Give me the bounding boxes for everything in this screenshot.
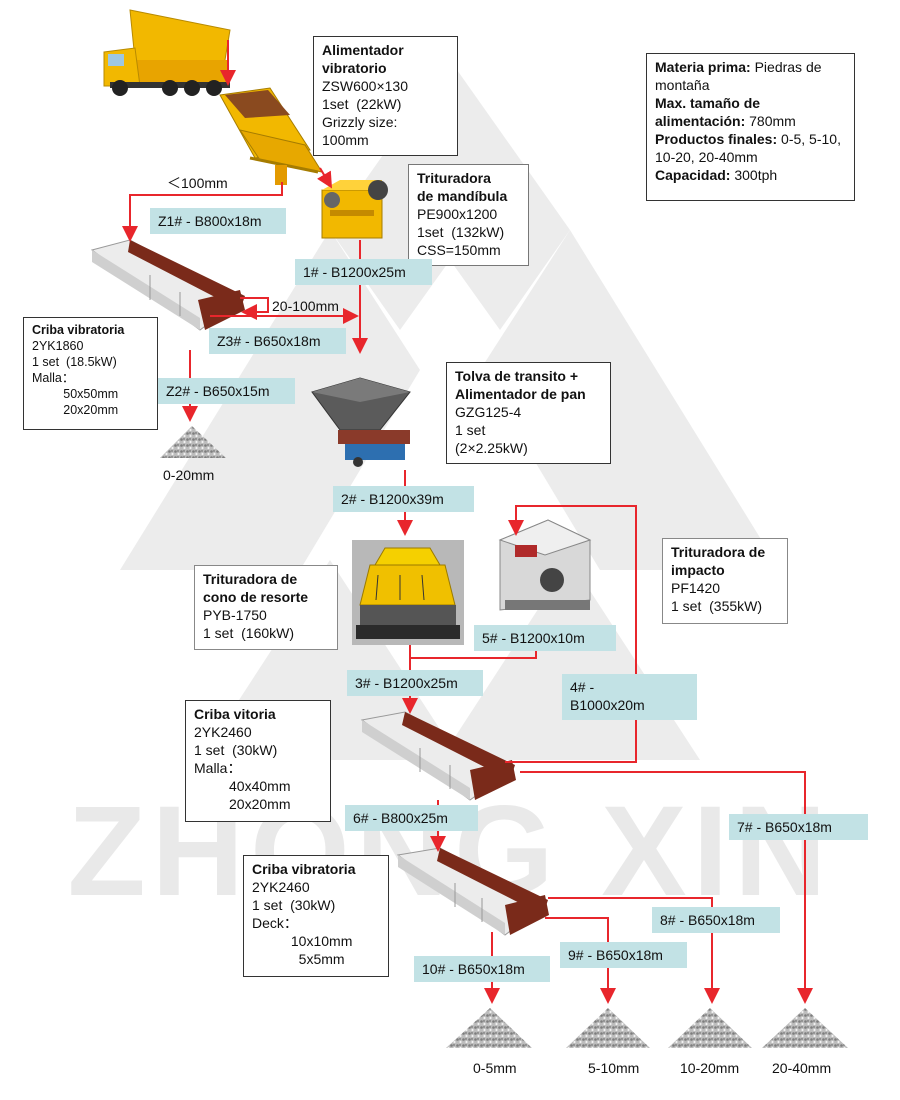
cone-crusher-line: 1 set (160kW) [203,625,295,641]
conveyor-z3-label: Z3# - B650x18m [209,328,346,354]
cone-crusher-line: PYB-1750 [203,607,267,623]
pile-0-20-icon [160,426,226,458]
conveyor-9-label: 9# - B650x18m [560,942,687,968]
conveyor-8-label: 8# - B650x18m [652,907,780,933]
feeder-line: 100mm [322,132,369,148]
hopper-line: 1 set [455,422,486,438]
conveyor-5-label: 5# - B1200x10m [474,625,616,651]
size-20-100-label: 20-100mm [272,298,339,314]
product-0-5-label: 0-5mm [473,1060,517,1076]
feeder-line: 1set (22kW) [322,96,402,112]
conveyor-1-label: 1# - B1200x25m [295,259,432,285]
flow-lines [122,40,813,1004]
info-value: 780mm [745,113,796,129]
screen-1-line: Malla： [32,371,75,385]
hopper-line: (2×2.25kW) [455,440,528,456]
vibrating-feeder-icon [219,87,324,185]
vibrating-screen-1-icon [90,239,245,331]
hopper-title: Tolva de transito + Alimentador de pan [455,368,586,402]
feeder-title: Alimentador vibratorio [322,42,404,76]
feeder-line: ZSW600×130 [322,78,408,94]
vibrating-screen-3-icon [396,847,549,936]
product-10-20-label: 10-20mm [680,1060,740,1076]
screen-2-title: Criba vitoria [194,706,276,722]
screen-2-line: 2YK2460 [194,724,252,740]
jaw-crusher-line: 1set (132kW) [417,224,505,240]
screen-3-title: Criba vibratoria [252,861,356,877]
info-box: Materia prima: Piedras de montaña Max. t… [646,53,855,201]
screen-1-line: 2YK1860 [32,339,84,353]
impact-crusher-box: Trituradora de impacto PF1420 1 set (355… [662,538,788,624]
conveyor-3-label: 3# - B1200x25m [347,670,483,696]
screen-1-title: Criba vibratoria [32,323,125,337]
jaw-crusher-title: Trituradora de mandíbula [417,170,508,204]
screen-3-line: 2YK2460 [252,879,310,895]
pile-5-10-icon [566,1008,650,1048]
impact-crusher-title: Trituradora de impacto [671,544,766,578]
screen-3-line: 10x10mm [252,933,353,949]
feeder-box: Alimentador vibratorio ZSW600×130 1set (… [313,36,458,156]
cone-crusher-box: Trituradora de cono de resorte PYB-1750 … [194,565,338,650]
info-key: Max. tamaño de alimentación: [655,95,761,129]
hopper-line: GZG125-4 [455,404,522,420]
jaw-crusher-line: CSS=150mm [417,242,501,258]
screen-2-box: Criba vitoria 2YK2460 1 set (30kW) Malla… [185,700,331,822]
pile-20-40-icon [762,1008,848,1048]
conveyor-7-label: 7# - B650x18m [729,814,868,840]
product-20-40-label: 20-40mm [772,1060,832,1076]
screen-3-line: 1 set (30kW) [252,897,336,913]
info-key: Capacidad: [655,167,731,183]
impact-crusher-line: PF1420 [671,580,721,596]
screen-1-box: Criba vibratoria 2YK1860 1 set (18.5kW) … [23,317,158,430]
info-key: Materia prima: [655,59,751,75]
conveyor-2-label: 2# - B1200x39m [333,486,474,512]
info-value: 300tph [730,167,778,183]
screen-2-line: Malla： [194,760,242,776]
jaw-crusher-icon [321,180,388,239]
size-lt100-label: ＜100mm [167,175,228,191]
feeder-line: Grizzly size: [322,114,398,130]
conveyor-10-label: 10# - B650x18m [414,956,550,982]
screen-3-line: 5x5mm [252,951,345,967]
vibrating-screen-2-icon [360,711,516,801]
spring-cone-crusher-icon [352,540,464,645]
product-5-10-label: 5-10mm [588,1060,640,1076]
info-value: 0-5, 5-10, 10-20, 20-40mm [655,131,841,165]
pile-0-5-icon [446,1008,532,1048]
conveyor-6-label: 6# - B800x25m [345,805,478,831]
info-key: Productos finales: [655,131,778,147]
pile-10-20-icon [668,1008,752,1048]
hopper-box: Tolva de transito + Alimentador de pan G… [446,362,611,464]
screen-1-line: 50x50mm [32,387,119,401]
dump-truck-icon [103,9,231,96]
jaw-crusher-line: PE900x1200 [417,206,498,222]
transit-hopper-icon [311,377,411,467]
screen-2-line: 20x20mm [194,796,291,812]
conveyor-z1-label: Z1# - B800x18m [150,208,286,234]
impact-crusher-icon [498,519,592,611]
product-0-20-label: 0-20mm [163,467,215,483]
conveyor-4-label: 4# - B1000x20m [562,674,697,720]
screen-3-box: Criba vibratoria 2YK2460 1 set (30kW) De… [243,855,389,977]
screen-1-line: 1 set (18.5kW) [32,355,117,369]
screen-2-line: 1 set (30kW) [194,742,278,758]
jaw-crusher-box: Trituradora de mandíbula PE900x1200 1set… [408,164,529,266]
cone-crusher-title: Trituradora de cono de resorte [203,571,309,605]
impact-crusher-line: 1 set (355kW) [671,598,763,614]
screen-3-line: Deck： [252,915,298,931]
conveyor-z2-label: Z2# - B650x15m [158,378,295,404]
screen-2-line: 40x40mm [194,778,291,794]
screen-1-line: 20x20mm [32,403,119,417]
info-value: Piedras de montaña [655,59,822,93]
